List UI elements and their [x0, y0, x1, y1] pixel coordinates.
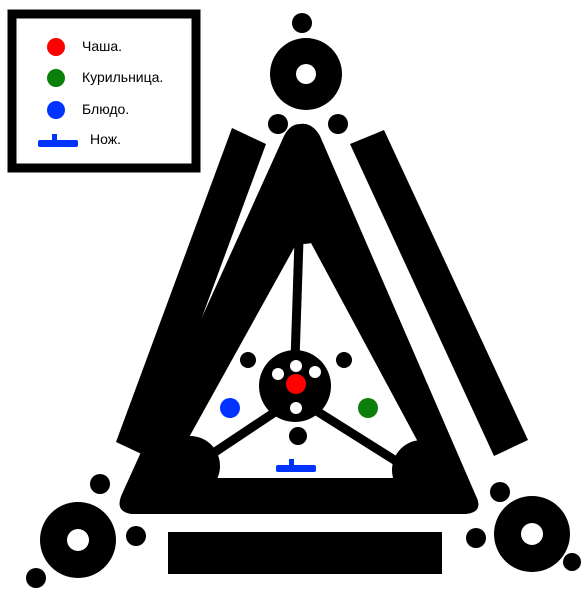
knife-marker [276, 459, 316, 472]
hub-hole-lower [290, 402, 302, 414]
bottom-left-dot-lower [26, 568, 46, 588]
spoke-top [290, 209, 305, 361]
knife-icon [38, 134, 78, 147]
hub-hole-left [272, 368, 284, 380]
bottom-left-dot-right [126, 526, 146, 546]
dish-marker [220, 398, 240, 418]
legend-incense-marker [47, 69, 65, 87]
apex-disc [265, 168, 341, 244]
bottom-right-dot-lower [563, 553, 581, 571]
bottom-right-dot-upper [490, 482, 510, 502]
right-outer-bar [350, 130, 528, 456]
bowl-marker [286, 374, 306, 394]
legend-bowl-label: Чаша. [82, 38, 122, 54]
hub-hole-top [290, 360, 302, 372]
legend-dish-marker [47, 101, 65, 119]
top-dot [292, 13, 312, 33]
bottom-left-ring-hole [67, 529, 89, 551]
bottom-left-dot-upper [90, 474, 110, 494]
legend-knife-label: Нож. [90, 131, 121, 147]
top-left-dot [268, 114, 288, 134]
left-corner-disc [160, 436, 220, 496]
right-corner-disc [392, 440, 452, 500]
bottom-bar [168, 532, 442, 574]
legend: Чаша. Курильница. Блюдо. Нож. [7, 9, 201, 173]
top-right-dot [328, 114, 348, 134]
hub-dot-upper-right [336, 352, 352, 368]
top-ring-hole [296, 64, 316, 84]
legend-dish-label: Блюдо. [82, 101, 129, 117]
hub-dot-upper-left [240, 352, 256, 368]
legend-incense-label: Курильница. [82, 69, 163, 85]
left-outer-bar [116, 128, 266, 458]
hub-dot-bottom [289, 427, 307, 445]
bottom-right-ring-hole [521, 523, 543, 545]
bottom-right-dot-left [466, 528, 486, 548]
spoke-right [312, 406, 407, 470]
legend-bowl-marker [47, 38, 65, 56]
spoke-left [197, 406, 281, 466]
hub-hole-right [309, 366, 321, 378]
incense-burner-marker [358, 398, 378, 418]
